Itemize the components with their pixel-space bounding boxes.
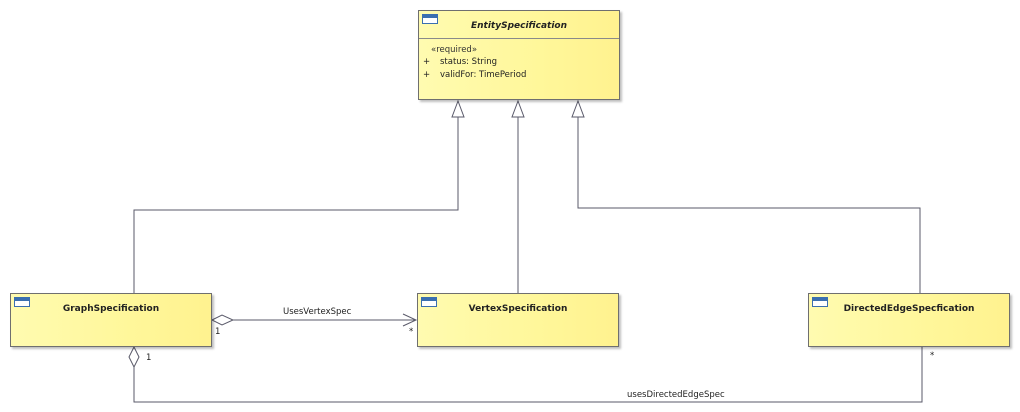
multiplicity-label: 1 <box>215 327 221 337</box>
class-vertex-specification[interactable]: VertexSpecification <box>417 293 619 347</box>
class-icon <box>421 297 437 307</box>
generalization-edge-to-entity <box>577 117 921 293</box>
class-graph-specification[interactable]: GraphSpecification <box>10 293 212 347</box>
attribute-text: status: String <box>440 57 498 67</box>
class-icon <box>422 14 438 24</box>
visibility-marker: + <box>423 70 431 80</box>
visibility-marker: + <box>423 57 431 67</box>
compartment-divider <box>419 38 619 39</box>
aggregation-diamond-vertex <box>210 314 235 326</box>
class-name: VertexSpecification <box>468 304 568 314</box>
class-name: EntitySpecification <box>470 21 568 31</box>
class-entity-specification[interactable]: EntitySpecification «required» + status:… <box>418 10 620 100</box>
class-name: GraphSpecification <box>62 304 160 314</box>
generalization-graph-to-entity <box>133 117 459 293</box>
multiplicity-label: * <box>409 327 414 337</box>
attribute-text: validFor: TimePeriod <box>440 70 527 80</box>
association-label: usesDirectedEdgeSpec <box>627 390 725 400</box>
multiplicity-label: * <box>930 351 935 361</box>
multiplicity-label: 1 <box>146 353 152 363</box>
class-directed-edge-specification[interactable]: DirectedEdgeSpecfication <box>808 293 1010 347</box>
generalization-arrowhead-vertex <box>511 99 525 118</box>
attribute-row: + status: String <box>423 56 615 69</box>
class-icon <box>812 297 828 307</box>
class-name: DirectedEdgeSpecfication <box>843 304 975 314</box>
attribute-row: + validFor: TimePeriod <box>423 69 615 82</box>
class-icon <box>14 297 30 307</box>
stereotype-label: «required» <box>431 45 478 55</box>
aggregation-diamond-edge <box>128 345 140 369</box>
attribute-compartment: «required» + status: String + validFor: … <box>423 44 615 82</box>
generalization-arrowhead-graph <box>451 99 465 118</box>
generalization-arrowhead-edge <box>571 99 585 118</box>
association-uses-directed-edge-spec <box>133 347 923 403</box>
open-arrowhead-vertex <box>402 313 418 327</box>
association-label: UsesVertexSpec <box>283 307 352 317</box>
